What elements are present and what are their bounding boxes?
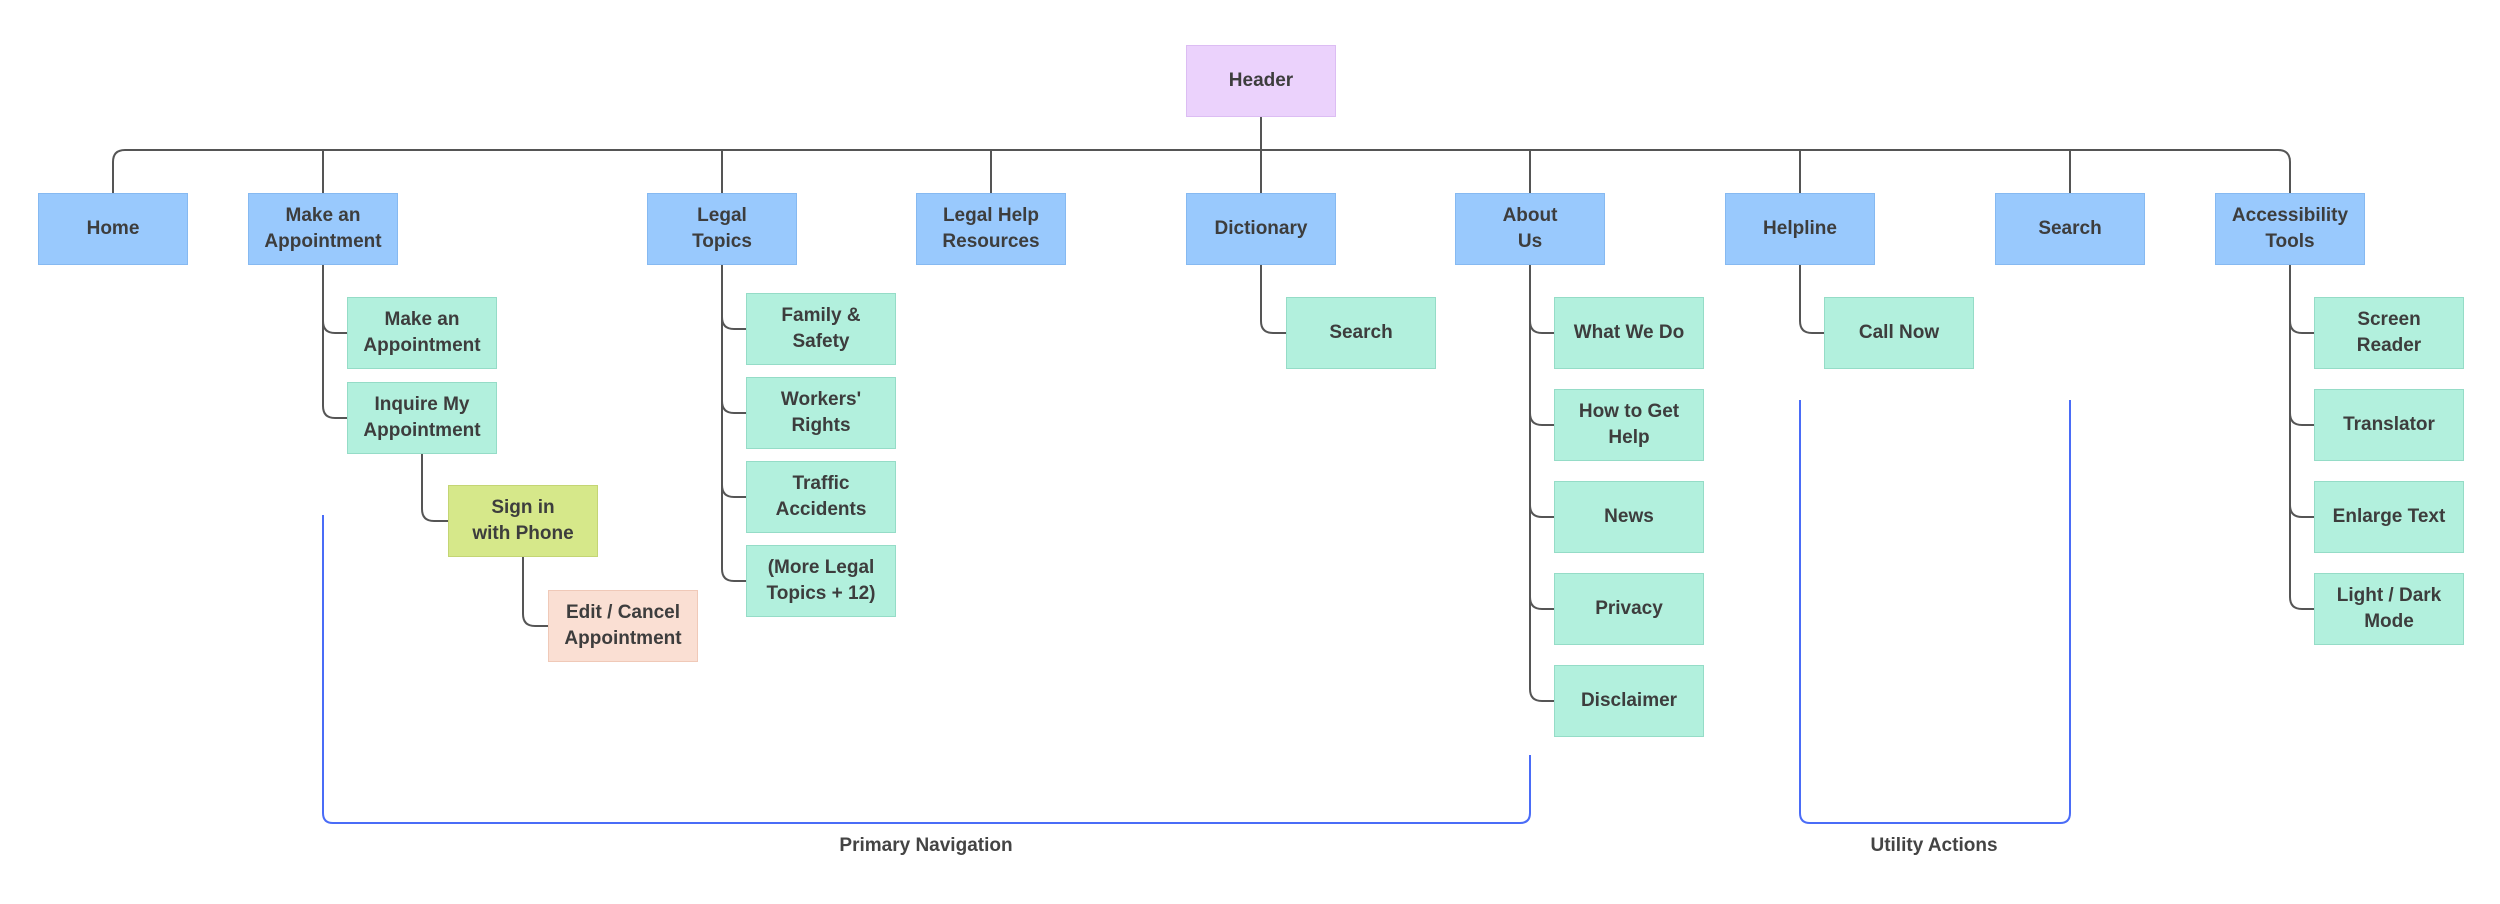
node-workers-rights-label: Workers' Rights (780, 389, 862, 436)
node-accessibility-tools: Accessibility Tools (2215, 193, 2365, 265)
node-helpline: Helpline (1725, 193, 1875, 265)
node-enlarge-text-label: Enlarge Text (2332, 506, 2446, 527)
node-news-label: News (1604, 506, 1654, 527)
node-dictionary-label: Dictionary (1214, 218, 1308, 239)
header-node-label: Header (1228, 70, 1294, 91)
node-inquire-appointment-label: Inquire My Appointment (363, 394, 481, 441)
node-about-us-label: About Us (1502, 205, 1558, 252)
node-family-safety: Family & Safety (746, 293, 896, 365)
about-elbow-line-1 (1529, 412, 1554, 426)
node-more-legal-topics: (More Legal Topics + 12) (746, 545, 896, 617)
node-translator: Translator (2314, 389, 2464, 461)
node-privacy: Privacy (1554, 573, 1704, 645)
node-legal-topics: Legal Topics (647, 193, 797, 265)
signin-elbow-line-0 (522, 613, 548, 627)
node-disclaimer: Disclaimer (1554, 665, 1704, 737)
node-make-appointment-label: Make an Appointment (264, 205, 382, 252)
node-enlarge-text: Enlarge Text (2314, 481, 2464, 553)
utility-actions-label: Utility Actions (1870, 835, 1998, 856)
about-elbow-line-0 (1529, 320, 1554, 334)
node-accessibility-tools-label: Accessibility Tools (2231, 205, 2349, 252)
legal-elbow-line-1 (721, 400, 746, 414)
header-node: Header (1186, 45, 1336, 117)
node-what-we-do-label: What We Do (1573, 322, 1685, 343)
node-traffic-accidents: Traffic Accidents (746, 461, 896, 533)
node-helpline-label: Helpline (1763, 218, 1837, 239)
node-edit-cancel-appointment: Edit / Cancel Appointment (548, 590, 698, 662)
node-family-safety-label: Family & Safety (781, 305, 861, 352)
node-sign-in-phone-label: Sign in with Phone (472, 497, 574, 544)
about-elbow-line-4 (1529, 688, 1554, 702)
appointment-elbow-line-0 (322, 320, 347, 334)
about-elbow-line-2 (1529, 504, 1554, 518)
utility-actions-bracket (1799, 400, 2071, 824)
legal-elbow-line-0 (721, 316, 746, 330)
node-make-appointment-sub-label: Make an Appointment (363, 309, 481, 356)
legal-elbow-line-2 (721, 484, 746, 498)
node-light-dark-mode: Light / Dark Mode (2314, 573, 2464, 645)
accessibility-elbow-line-1 (2289, 412, 2314, 426)
node-what-we-do: What We Do (1554, 297, 1704, 369)
node-inquire-appointment: Inquire My Appointment (347, 382, 497, 454)
primary-navigation-bracket (322, 515, 1531, 824)
node-screen-reader-label: Screen Reader (2356, 309, 2422, 356)
node-home-label: Home (86, 218, 140, 239)
node-search: Search (1995, 193, 2145, 265)
node-privacy-label: Privacy (1595, 598, 1663, 619)
node-translator-label: Translator (2343, 414, 2435, 435)
node-sign-in-phone: Sign in with Phone (448, 485, 598, 557)
accessibility-elbow-line-2 (2289, 504, 2314, 518)
primary-navigation-label: Primary Navigation (839, 835, 1013, 856)
node-home: Home (38, 193, 188, 265)
node-more-legal-topics-label: (More Legal Topics + 12) (766, 557, 876, 604)
node-edit-cancel-appointment-label: Edit / Cancel Appointment (564, 602, 682, 649)
accessibility-elbow-line-3 (2289, 596, 2314, 610)
node-dictionary-search: Search (1286, 297, 1436, 369)
node-workers-rights: Workers' Rights (746, 377, 896, 449)
legal-elbow-line-3 (721, 568, 746, 582)
node-traffic-accidents-label: Traffic Accidents (775, 473, 867, 520)
dictionary-elbow-line-0 (1260, 320, 1286, 334)
node-legal-help-resources-label: Legal Help Resources (942, 205, 1040, 252)
accessibility-elbow-line-0 (2289, 320, 2314, 334)
node-make-appointment-sub: Make an Appointment (347, 297, 497, 369)
appointment-elbow-line-1 (322, 405, 347, 419)
main-bus-line (112, 149, 2291, 193)
node-legal-topics-label: Legal Topics (692, 205, 752, 252)
node-make-appointment: Make an Appointment (248, 193, 398, 265)
node-screen-reader: Screen Reader (2314, 297, 2464, 369)
node-light-dark-mode-label: Light / Dark Mode (2336, 585, 2442, 632)
node-disclaimer-label: Disclaimer (1580, 690, 1678, 711)
inquire-elbow-line-0 (421, 508, 448, 522)
node-call-now-label: Call Now (1858, 322, 1940, 343)
node-how-to-get-help: How to Get Help (1554, 389, 1704, 461)
node-search-label: Search (2038, 218, 2102, 239)
node-legal-help-resources: Legal Help Resources (916, 193, 1066, 265)
node-dictionary: Dictionary (1186, 193, 1336, 265)
about-elbow-line-3 (1529, 596, 1554, 610)
node-how-to-get-help-label: How to Get Help (1578, 401, 1680, 448)
helpline-elbow-line-0 (1799, 320, 1824, 334)
node-news: News (1554, 481, 1704, 553)
node-call-now: Call Now (1824, 297, 1974, 369)
node-about-us: About Us (1455, 193, 1605, 265)
node-dictionary-search-label: Search (1329, 322, 1393, 343)
